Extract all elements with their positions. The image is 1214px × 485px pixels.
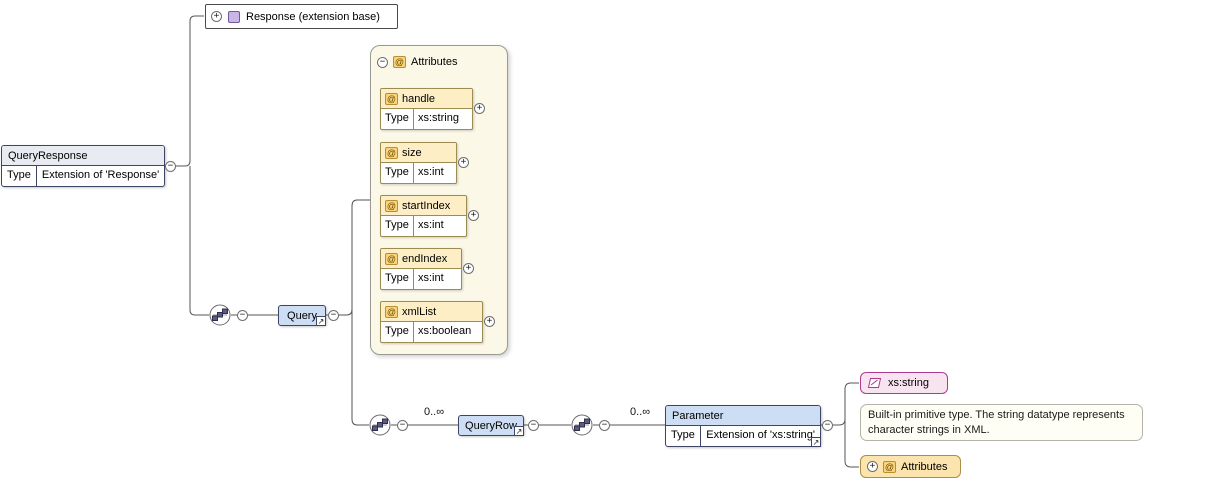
type-value: xs:string xyxy=(418,112,459,124)
type-value: xs:int xyxy=(418,272,444,284)
attribute-name: endIndex xyxy=(402,252,448,265)
attribute-name-row: handle xyxy=(381,89,472,109)
attribute-name-row: startIndex xyxy=(381,196,466,216)
simple-type-icon xyxy=(867,378,882,388)
attribute-type-row: Type xs:int xyxy=(381,269,461,289)
attribute-type-row: Type xs:int xyxy=(381,163,456,183)
type-value: xs:int xyxy=(418,166,444,178)
expand-toggle[interactable] xyxy=(484,316,495,327)
queryresponse-name: QueryResponse xyxy=(2,146,164,166)
expand-toggle[interactable] xyxy=(468,210,479,221)
attribute-node-startindex[interactable]: startIndex Type xs:int xyxy=(380,195,467,237)
sequence-icon[interactable] xyxy=(571,414,593,436)
jump-to-definition-icon[interactable] xyxy=(514,426,524,436)
attributes-panel-title: Attributes xyxy=(411,56,458,68)
collapse-toggle[interactable] xyxy=(528,420,539,431)
collapsed-attributes-node[interactable]: Attributes xyxy=(860,455,961,478)
type-label: Type xyxy=(381,216,414,236)
attribute-node-handle[interactable]: handle Type xs:string xyxy=(380,88,473,130)
collapsed-attributes-label: Attributes xyxy=(901,460,948,473)
attribute-icon xyxy=(385,252,398,265)
expand-toggle[interactable] xyxy=(211,11,222,22)
attribute-icon xyxy=(393,56,406,68)
query-node[interactable]: Query xyxy=(278,305,326,326)
collapse-toggle[interactable] xyxy=(599,420,610,431)
parameter-type-row: Type Extension of 'xs:string' xyxy=(666,426,820,446)
attribute-name: startIndex xyxy=(402,199,451,212)
type-value: Extension of 'Response' xyxy=(41,169,160,181)
collapse-toggle[interactable] xyxy=(237,310,248,321)
parameter-node[interactable]: Parameter Type Extension of 'xs:string' xyxy=(665,405,821,447)
type-value: Extension of 'xs:string' xyxy=(706,429,815,441)
documentation-note: Built-in primitive type. The string data… xyxy=(860,404,1143,441)
sequence-icon[interactable] xyxy=(209,304,231,326)
parameter-name: Parameter xyxy=(666,406,820,426)
type-label: Type xyxy=(2,166,37,186)
attribute-name-row: size xyxy=(381,143,456,163)
attribute-icon xyxy=(385,146,398,159)
attribute-name-row: xmlList xyxy=(381,302,482,322)
type-label: Type xyxy=(381,269,414,289)
attribute-name: xmlList xyxy=(402,305,437,318)
expand-toggle[interactable] xyxy=(458,157,469,168)
expand-toggle[interactable] xyxy=(867,461,878,472)
attributes-panel-header: Attributes xyxy=(377,56,457,68)
attribute-type-row: Type xs:string xyxy=(381,109,472,129)
jump-to-definition-icon[interactable] xyxy=(316,316,326,326)
query-label: Query xyxy=(287,309,317,322)
type-label: Type xyxy=(381,163,414,183)
queryrow-label: QueryRow xyxy=(465,419,517,432)
xs-string-label: xs:string xyxy=(888,377,929,389)
collapse-toggle[interactable] xyxy=(397,420,408,431)
response-base-label: Response (extension base) xyxy=(246,10,380,23)
queryresponse-node[interactable]: QueryResponse Type Extension of 'Respons… xyxy=(1,145,165,187)
occurs-label: 0..∞ xyxy=(630,406,651,418)
attribute-type-row: Type xs:boolean xyxy=(381,322,482,342)
queryresponse-type-row: Type Extension of 'Response' xyxy=(2,166,164,186)
complex-type-icon xyxy=(228,10,240,23)
attribute-name-row: endIndex xyxy=(381,249,461,269)
attribute-type-row: Type xs:int xyxy=(381,216,466,236)
attribute-name: handle xyxy=(402,92,436,105)
type-label: Type xyxy=(381,322,414,342)
attribute-icon xyxy=(385,92,398,105)
attribute-icon xyxy=(385,199,398,212)
response-extension-base-node[interactable]: Response (extension base) xyxy=(205,4,398,29)
attribute-node-size[interactable]: size Type xs:int xyxy=(380,142,457,184)
collapse-toggle[interactable] xyxy=(822,420,833,431)
type-value: xs:int xyxy=(418,219,444,231)
type-label: Type xyxy=(666,426,702,446)
attribute-node-endindex[interactable]: endIndex Type xs:int xyxy=(380,248,462,290)
queryrow-node[interactable]: QueryRow xyxy=(458,415,524,436)
attribute-name: size xyxy=(402,146,422,159)
type-value: xs:boolean xyxy=(418,325,472,337)
xs-string-node[interactable]: xs:string xyxy=(860,372,948,394)
collapse-toggle[interactable] xyxy=(377,56,388,68)
jump-to-definition-icon[interactable] xyxy=(811,437,821,447)
collapse-toggle[interactable] xyxy=(328,310,339,321)
expand-toggle[interactable] xyxy=(463,263,474,274)
collapse-toggle[interactable] xyxy=(165,161,176,172)
sequence-icon[interactable] xyxy=(369,414,391,436)
attribute-node-xmllist[interactable]: xmlList Type xs:boolean xyxy=(380,301,483,343)
attribute-icon xyxy=(883,460,896,473)
occurs-label: 0..∞ xyxy=(424,406,445,418)
expand-toggle[interactable] xyxy=(474,103,485,114)
attribute-icon xyxy=(385,305,398,318)
type-label: Type xyxy=(381,109,414,129)
